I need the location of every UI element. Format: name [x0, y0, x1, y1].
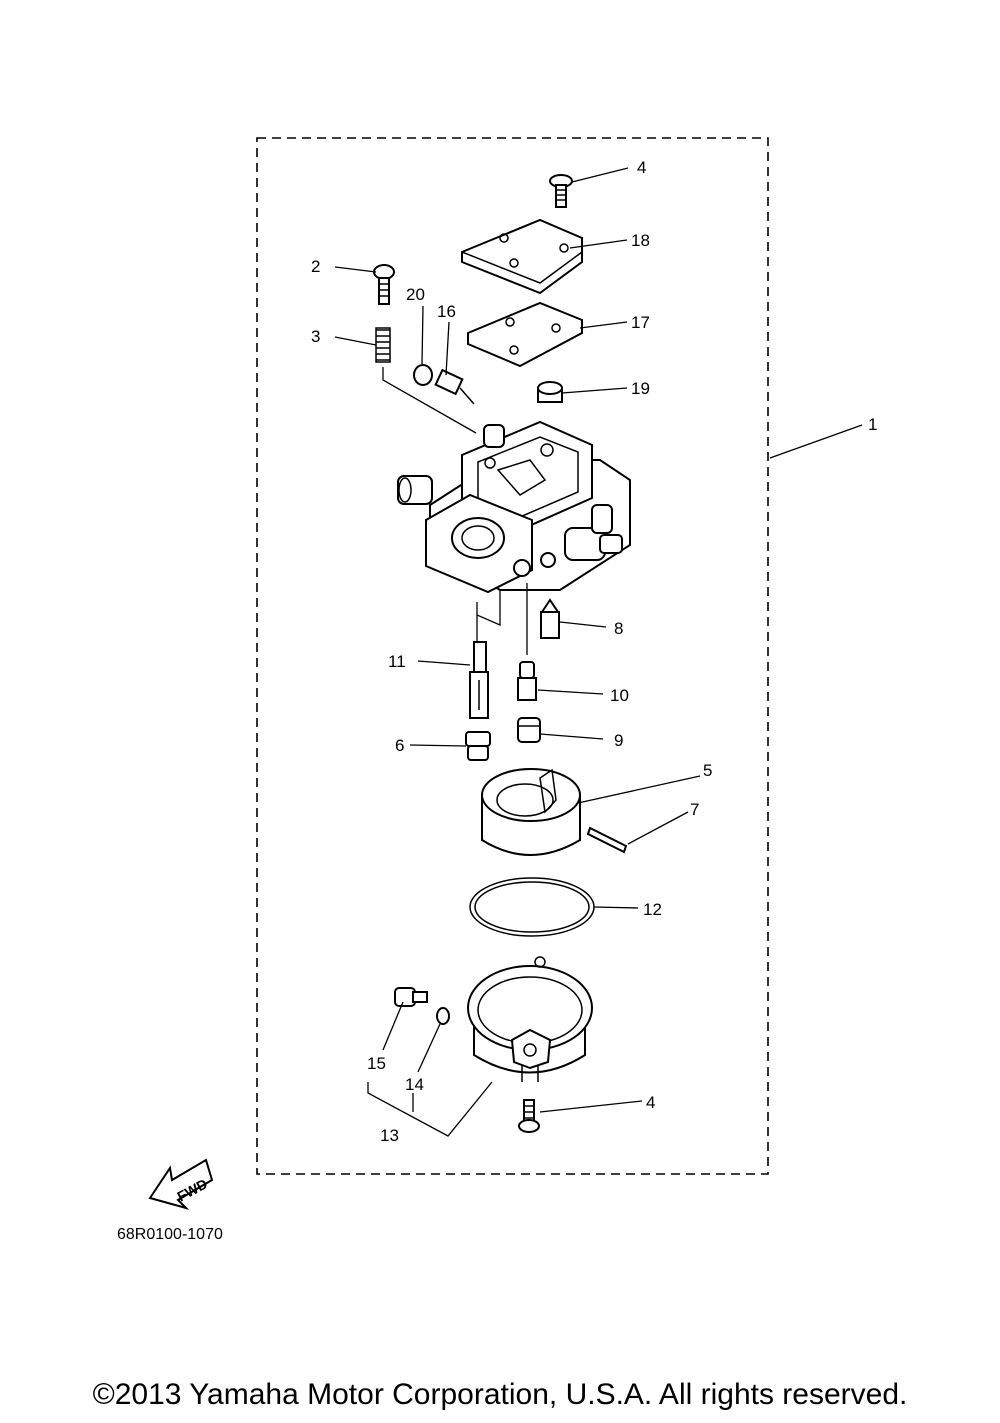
- drain-plug-part: [517, 717, 541, 743]
- cover-plate-part: [461, 218, 583, 295]
- label-part-19: 19: [631, 379, 650, 398]
- gasket-plate-part: [467, 301, 583, 368]
- float-chamber-part: [467, 956, 593, 1082]
- copyright-notice: ©2013 Yamaha Motor Corporation, U.S.A. A…: [92, 1378, 908, 1411]
- spring-part: [375, 327, 391, 363]
- label-part-14: 14: [405, 1075, 424, 1094]
- needle-part: [434, 368, 475, 405]
- float-part: [481, 768, 581, 856]
- screw-part: [373, 264, 395, 305]
- diagram-code: 68R0100-1070: [117, 1226, 223, 1243]
- oring-small-part: [413, 364, 433, 386]
- label-part-13: 13: [380, 1126, 399, 1145]
- carburetor-body: [397, 420, 631, 594]
- label-part-5: 5: [703, 761, 712, 780]
- plug-part: [537, 381, 563, 403]
- jet-part: [465, 731, 491, 761]
- drain-screw-part: [394, 987, 428, 1007]
- screw-bottom-part: [518, 1099, 540, 1133]
- part-labels: 4 18 2 20 16 17 3 19 1 8 11 10 9 6 5 7 1…: [311, 158, 877, 1145]
- oring-large-inner: [474, 881, 590, 933]
- label-part-7: 7: [690, 800, 699, 819]
- label-part-12: 12: [643, 900, 662, 919]
- label-part-15: 15: [367, 1054, 386, 1073]
- label-part-9: 9: [614, 731, 623, 750]
- label-part-18: 18: [631, 231, 650, 250]
- label-part-20: 20: [406, 285, 425, 304]
- screw-top-part: [549, 174, 573, 208]
- emulsion-tube-part: [469, 641, 489, 719]
- pilot-jet-part: [540, 598, 560, 639]
- label-part-16: 16: [437, 302, 456, 321]
- label-part-4-bottom: 4: [646, 1093, 655, 1112]
- washer-part: [436, 1007, 450, 1025]
- label-part-2: 2: [311, 257, 320, 276]
- label-part-11: 11: [388, 652, 406, 671]
- oring-large-part: [469, 877, 595, 937]
- label-part-1: 1: [868, 415, 877, 434]
- label-part-3: 3: [311, 327, 320, 346]
- leader-lines: [334, 167, 863, 1137]
- label-part-8: 8: [614, 619, 623, 638]
- assembly-boundary: [256, 137, 769, 1175]
- label-part-4-top: 4: [637, 158, 646, 177]
- label-part-10: 10: [610, 686, 629, 705]
- label-part-6: 6: [395, 736, 404, 755]
- float-pin-part: [586, 826, 628, 854]
- fwd-arrow-icon: [148, 1158, 214, 1210]
- label-part-17: 17: [631, 313, 650, 332]
- main-jet-part: [517, 661, 537, 701]
